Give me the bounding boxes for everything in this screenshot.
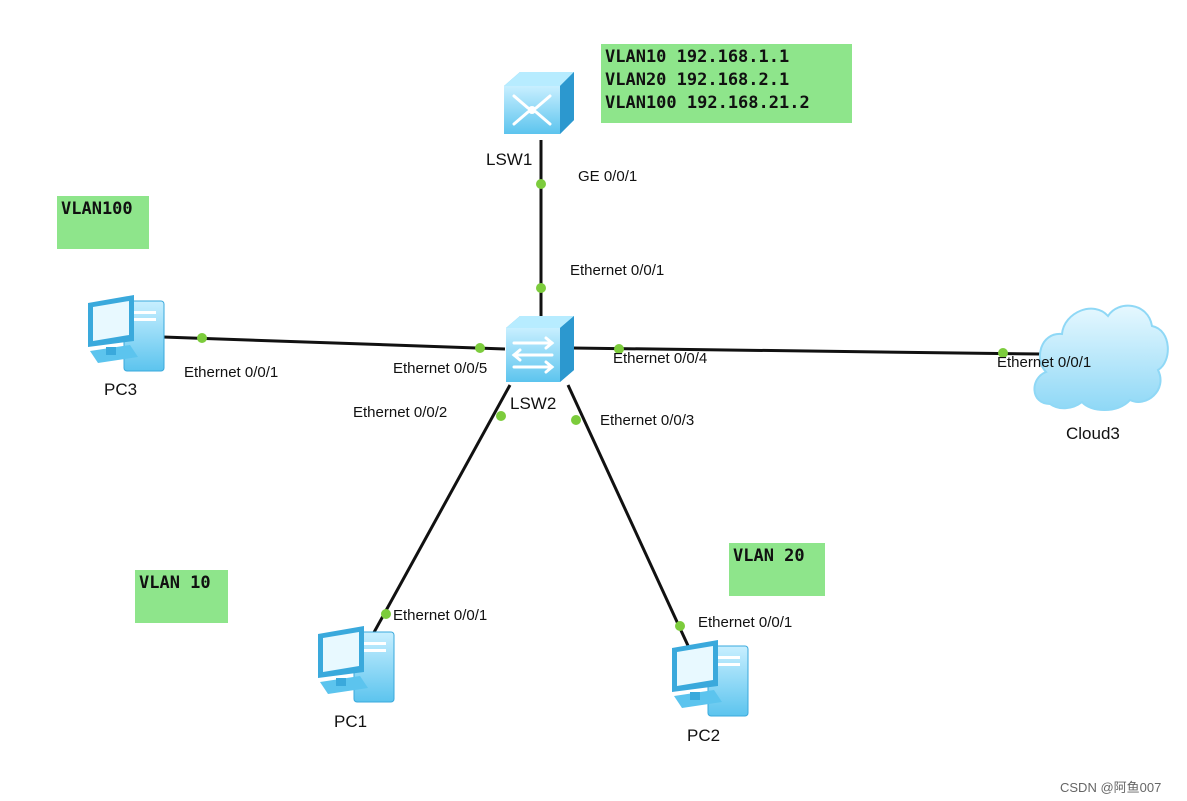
lsw2-label: LSW2: [510, 394, 557, 413]
note-line-vlan20: VLAN20 192.168.2.1: [605, 70, 790, 90]
port-label-lsw2-e3: Ethernet 0/0/3: [600, 412, 695, 429]
port-dot-lsw1-ge: [536, 179, 546, 189]
port-label-pc1: Ethernet 0/0/1: [393, 607, 488, 624]
pc3-computer-icon[interactable]: [88, 295, 165, 372]
port-label-cloud: Ethernet 0/0/1: [997, 354, 1092, 371]
vlan100-note: VLAN100: [57, 196, 149, 249]
lsw2-switch-icon[interactable]: [506, 316, 574, 382]
port-label-pc2: Ethernet 0/0/1: [698, 614, 793, 631]
port-dot-pc1: [381, 609, 391, 619]
port-label-lsw2-e2: Ethernet 0/0/2: [353, 404, 448, 421]
lsw1-ip-note: VLAN10 192.168.1.1 VLAN20 192.168.2.1 VL…: [601, 44, 852, 123]
port-dot-cloud: [998, 348, 1008, 358]
vlan20-note-text: VLAN 20: [733, 546, 805, 566]
port-label-lsw2-e4: Ethernet 0/0/4: [613, 350, 708, 367]
link-lsw2-pc2: [566, 384, 692, 651]
pc2-computer-icon[interactable]: [672, 640, 749, 717]
port-label-pc3: Ethernet 0/0/1: [184, 364, 279, 381]
note-line-vlan100: VLAN100 192.168.21.2: [605, 93, 810, 113]
vlan10-note-text: VLAN 10: [139, 573, 211, 593]
link-lsw2-pc3: [162, 335, 506, 351]
cloud3-cloud-icon[interactable]: [1033, 304, 1169, 411]
port-dot-lsw2-e4: [614, 344, 624, 354]
port-label-lsw2-up: Ethernet 0/0/1: [570, 262, 665, 279]
vlan10-note: VLAN 10: [135, 570, 228, 623]
port-label-lsw2-e5: Ethernet 0/0/5: [393, 360, 488, 377]
vlan100-note-text: VLAN100: [61, 199, 133, 219]
link-lsw2-pc1: [370, 384, 512, 637]
port-dot-pc3: [197, 333, 207, 343]
pc3-label: PC3: [104, 380, 138, 399]
note-line-vlan10: VLAN10 192.168.1.1: [605, 47, 790, 67]
port-dot-lsw2-e2: [496, 411, 506, 421]
watermark: CSDN @阿鱼007: [1060, 780, 1162, 795]
pc1-label: PC1: [334, 712, 368, 731]
lsw1-label: LSW1: [486, 150, 533, 169]
port-label-lsw1-ge: GE 0/0/1: [578, 168, 638, 185]
lsw1-switch-icon[interactable]: [504, 72, 574, 134]
port-dot-pc2: [675, 621, 685, 631]
link-lsw2-cloud: [571, 346, 1041, 356]
pc2-label: PC2: [687, 726, 721, 745]
port-dot-lsw2-up: [536, 283, 546, 293]
pc1-computer-icon[interactable]: [318, 626, 395, 703]
cloud3-label: Cloud3: [1066, 424, 1120, 443]
port-dot-lsw2-e3: [571, 415, 581, 425]
port-dot-lsw2-e5: [475, 343, 485, 353]
vlan20-note: VLAN 20: [729, 543, 825, 596]
